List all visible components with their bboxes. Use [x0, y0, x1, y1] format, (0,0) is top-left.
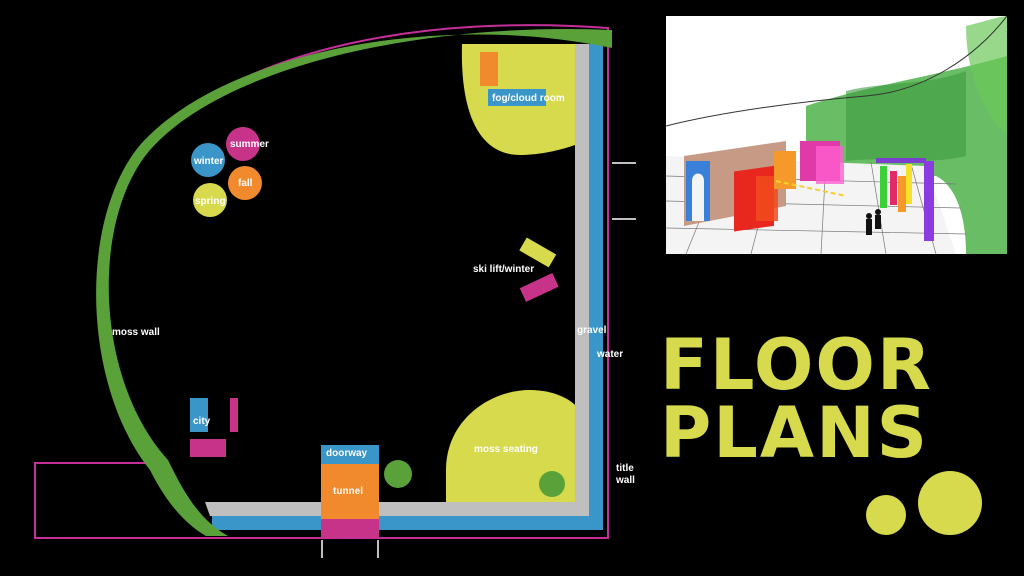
water-label: water [597, 349, 624, 360]
title-line-1: FLOOR [660, 324, 933, 406]
winter-label: winter [194, 156, 224, 167]
fog-room-label-bg [488, 89, 546, 106]
ski-lift-yellow-block [519, 237, 557, 268]
city-magenta-bar [230, 398, 238, 432]
moss-seating-green-dot [539, 471, 565, 497]
gravel-label: gravel [577, 325, 607, 336]
title-wall-label: title wall [616, 463, 635, 486]
city-blue-block [190, 398, 208, 432]
fall-circle [228, 166, 262, 200]
deco-dot-large [918, 471, 982, 535]
ski-lift-magenta-block [519, 273, 559, 302]
city-magenta-block [190, 439, 226, 457]
fall-label: fall [238, 178, 253, 189]
tunnel-block [321, 464, 379, 519]
doorway-green-dot [384, 460, 412, 488]
title-line-2: PLANS [660, 392, 930, 474]
moss-wall-label: moss wall [112, 327, 160, 338]
spring-circle [193, 183, 227, 217]
ski-lift-label: ski lift/winter [473, 264, 535, 275]
deco-dot-small [866, 495, 906, 535]
tunnel-exit-block [321, 519, 379, 538]
moss-seating-label: moss seating [474, 444, 538, 455]
spring-label: spring [195, 196, 226, 207]
fog-cloud-room-label: fog/cloud room [492, 93, 565, 104]
tunnel-label: tunnel [333, 486, 363, 497]
doorway-block [321, 445, 379, 464]
summer-circle [226, 127, 260, 161]
winter-circle [191, 143, 225, 177]
fog-room-orange-block [480, 52, 498, 86]
city-label: city [193, 416, 211, 427]
room-perspective-sketch [666, 16, 1007, 254]
moss-seating-circle [446, 390, 575, 502]
summer-label: summer [230, 139, 269, 150]
doorway-label: doorway [326, 448, 368, 459]
